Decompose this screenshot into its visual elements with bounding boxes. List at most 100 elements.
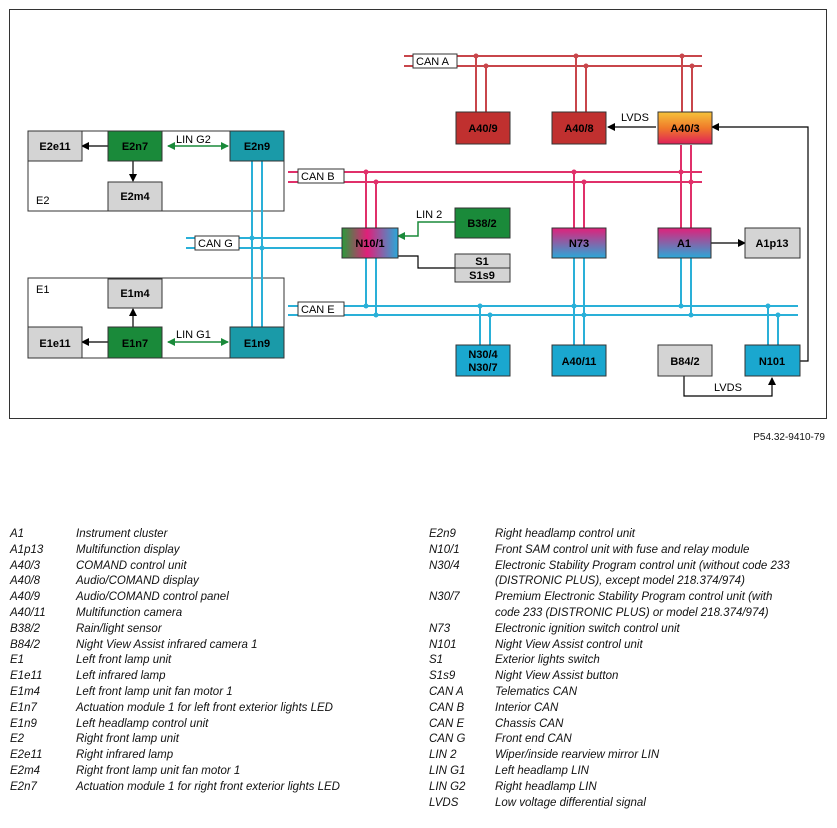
legend-code: N10/1 [429,543,460,556]
legend-description: Right headlamp LIN [495,780,597,793]
a40-9-label: A40/9 [468,123,497,135]
legend-row: CAN G Front end CAN [429,732,829,748]
legend-description: Night View Assist infrared camera 1 [76,638,258,651]
legend-description: Instrument cluster [76,528,168,540]
e2e11-block[interactable] [27,130,83,162]
network-topology-diagram: E2 E1 CAN A CAN B CAN G [27,53,809,397]
a1-block[interactable] [657,227,712,259]
legend-code: E2n9 [429,528,456,540]
can-a-label: CAN A [416,56,450,68]
legend-description: Chassis CAN [495,717,564,730]
b84-2-block[interactable] [657,344,713,377]
legend-code: N30/4 [429,559,460,572]
n10-1-label: N10/1 [355,238,384,250]
legend-row: LVDS Low voltage differential signal [429,796,829,812]
n30-4-label: N30/4 [468,349,498,361]
n101-block[interactable] [744,344,801,377]
s1s9-block[interactable] [454,267,511,283]
legend-description: Telematics CAN [495,685,578,698]
can-e-label-box [297,301,345,317]
legend-description: Audio/COMAND display [76,575,199,588]
can-e-nodes [363,303,781,318]
n10-1-block[interactable] [341,227,399,259]
n101-label: N101 [759,356,785,368]
legend-description: Rain/light sensor [76,622,162,635]
e1n9-block[interactable] [229,326,285,359]
a40-8-block[interactable] [551,111,607,145]
legend-code: E1n9 [10,717,37,730]
e1m4-block[interactable] [107,278,163,309]
legend-description: Left front lamp unit fan motor 1 [76,685,233,698]
legend-description: Audio/COMAND control panel [76,591,229,604]
a40-9-block[interactable] [455,111,511,145]
can-g-nodes [249,235,265,251]
b38-2-label: B38/2 [467,218,496,230]
a1p13-block[interactable] [744,227,801,259]
can-b-label: CAN B [301,171,335,183]
legend-description: Wiper/inside rearview mirror LIN [495,749,660,762]
a40-3-block[interactable] [657,111,713,145]
a1-label: A1 [677,238,691,250]
legend-code: A1 [10,528,25,540]
e1n7-block[interactable] [107,326,163,359]
e1m4-label: E1m4 [120,288,150,300]
legend-description: Left headlamp control unit [76,717,209,730]
lin-g2-label-bg [175,133,219,145]
e1n9-label: E1n9 [244,338,270,350]
legend-description: Front end CAN [495,733,572,746]
e2m4-block[interactable] [107,181,163,212]
legend-code: LVDS [429,796,459,809]
s1-to-n10-line [398,255,455,269]
lin-2-line [397,221,455,240]
s1-label: S1 [475,256,488,268]
legend-description: Right front lamp unit fan motor 1 [76,764,241,777]
b38-2-block[interactable] [454,207,511,239]
legend-code: B38/2 [10,622,41,635]
legend-code: CAN A [429,685,464,698]
e1e11-block[interactable] [27,326,83,359]
legend-description: Night View Assist button [495,670,619,683]
e2n7-label: E2n7 [122,141,148,153]
n73-block[interactable] [551,227,607,259]
legend-description: Night View Assist control unit [495,638,643,651]
lvds-bottom-label: LVDS [714,382,742,394]
legend-description: Electronic ignition switch control unit [495,622,680,635]
figure-id: P54.32-9410-79 [753,432,825,443]
can-b-nodes [363,169,694,185]
e2n7-block[interactable] [107,130,163,162]
n30-block[interactable] [455,344,511,377]
legend-code: CAN G [429,733,466,746]
lin-g1-label-bg [175,328,219,340]
e1n7-label: E1n7 [122,338,148,350]
can-b-label-box [297,168,345,184]
a40-11-block[interactable] [551,344,607,377]
legend-description: Low voltage differential signal [495,796,646,809]
n30-7-label: N30/7 [468,362,497,374]
can-e-label: CAN E [301,304,335,316]
e2n9-block[interactable] [229,130,285,162]
legend-code: E1n7 [10,701,37,714]
legend-code: E2 [10,733,25,746]
e1-label: E1 [36,284,49,296]
legend-code: LIN G2 [429,780,466,793]
legend-description: Right front lamp unit [76,733,179,746]
e2e11-label: E2e11 [39,141,70,153]
